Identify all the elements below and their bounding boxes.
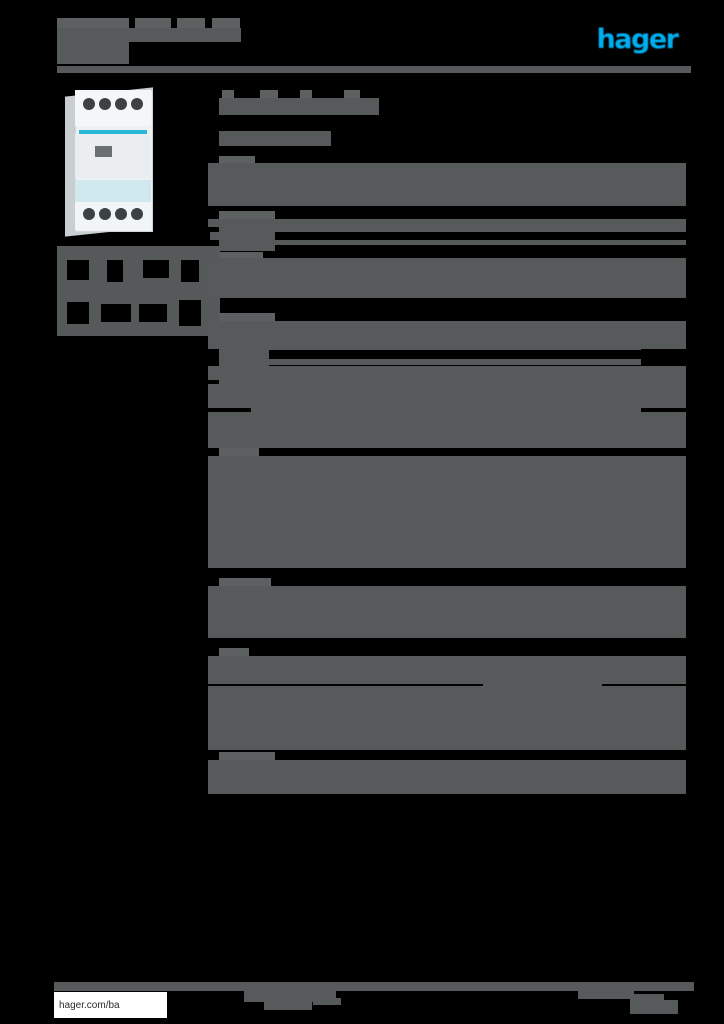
footer-url-box[interactable]: hager.com/ba (54, 992, 167, 1018)
redaction-block-body-7 (219, 156, 255, 163)
footer-url-text: hager.com/ba (59, 999, 120, 1011)
redaction-block-header-4 (212, 18, 240, 28)
redaction-block-body-11 (208, 219, 686, 227)
redaction-block-body-3 (300, 90, 312, 98)
redaction-block-footer-3 (313, 998, 341, 1005)
redaction-block-body-21 (251, 344, 641, 350)
redaction-block-body-42 (208, 608, 686, 638)
terminal-screw-2 (99, 98, 111, 110)
page-footer: hager.com/ba (0, 968, 724, 1024)
redaction-block-body-4 (344, 90, 360, 98)
hager-logo: hager (596, 23, 679, 55)
redaction-block-body-6 (219, 131, 331, 146)
redaction-block-body-41 (275, 594, 666, 600)
redaction-block-body-8 (208, 163, 686, 206)
footer-divider (54, 982, 694, 991)
redaction-block-body-44 (208, 656, 686, 684)
device-lower-band (75, 180, 151, 202)
terminal-screw-7 (115, 208, 127, 220)
terminal-screw-3 (115, 98, 127, 110)
icon-tile-3-icon (143, 260, 169, 278)
icon-tile-1-icon (67, 260, 89, 280)
redaction-block-header-1 (57, 18, 129, 28)
redaction-block-body-5 (219, 98, 379, 115)
redaction-block-body-27 (208, 412, 686, 448)
redaction-block-body-2 (260, 90, 278, 98)
redaction-block-body-49 (283, 731, 529, 737)
redaction-block-header-6 (57, 42, 129, 64)
icon-tile-8-icon (179, 300, 201, 326)
redaction-block-footer-6 (648, 1000, 678, 1014)
terminal-screw-1 (83, 98, 95, 110)
redaction-block-body-18 (219, 313, 275, 321)
redaction-block-body-16 (219, 252, 263, 258)
redaction-block-header-5 (57, 28, 241, 42)
device-marking (95, 146, 112, 157)
device-accent-stripe (79, 130, 147, 135)
redaction-block-body-15 (266, 240, 686, 245)
redaction-block-body-17 (208, 258, 686, 298)
terminal-screw-5 (83, 208, 95, 220)
hager-logo-text: hager (596, 23, 679, 55)
redaction-block-body-32 (370, 470, 617, 476)
pictogram-grid (57, 246, 220, 336)
icon-tile-6-icon (101, 304, 131, 322)
redaction-block-body-13 (275, 227, 686, 232)
device-front-face (75, 134, 151, 178)
redaction-block-body-14 (210, 247, 219, 255)
terminal-screw-8 (131, 208, 143, 220)
redaction-block-body-51 (208, 760, 686, 794)
redaction-block-footer-4 (578, 990, 634, 999)
redaction-block-body-34 (299, 486, 641, 492)
icon-tile-2-icon (107, 260, 123, 282)
redaction-block-body-23 (258, 378, 686, 384)
page-header: hager (0, 0, 724, 80)
redaction-block-header-2 (135, 18, 171, 28)
redaction-block-body-50 (219, 752, 275, 760)
terminal-screw-6 (99, 208, 111, 220)
redaction-block-body-29 (315, 409, 608, 415)
redaction-block-body-24 (208, 366, 686, 380)
redaction-block-body-45 (269, 673, 481, 679)
redaction-block-header-3 (177, 18, 205, 28)
icon-tile-5-icon (67, 302, 89, 324)
redaction-block-body-36 (251, 524, 641, 530)
redaction-block-body-9 (219, 211, 275, 219)
redaction-block-body-12 (210, 232, 219, 240)
redaction-block-body-46 (483, 680, 602, 686)
terminal-screw-4 (131, 98, 143, 110)
redaction-block-footer-2 (264, 1002, 312, 1010)
header-divider (57, 66, 691, 73)
redaction-block-body-31 (208, 456, 686, 482)
redaction-block-body-28 (435, 392, 641, 398)
icon-tile-7-icon (139, 304, 167, 322)
redaction-block-body-30 (219, 448, 259, 456)
redaction-block-body-1 (222, 90, 234, 98)
redaction-block-body-48 (251, 693, 649, 699)
redaction-block-body-38 (340, 554, 617, 560)
redaction-block-body-43 (219, 648, 249, 656)
product-photo (57, 87, 192, 238)
icon-tile-4-icon (181, 260, 199, 282)
redaction-block-body-22 (258, 359, 641, 365)
redaction-block-body-39 (219, 578, 271, 586)
